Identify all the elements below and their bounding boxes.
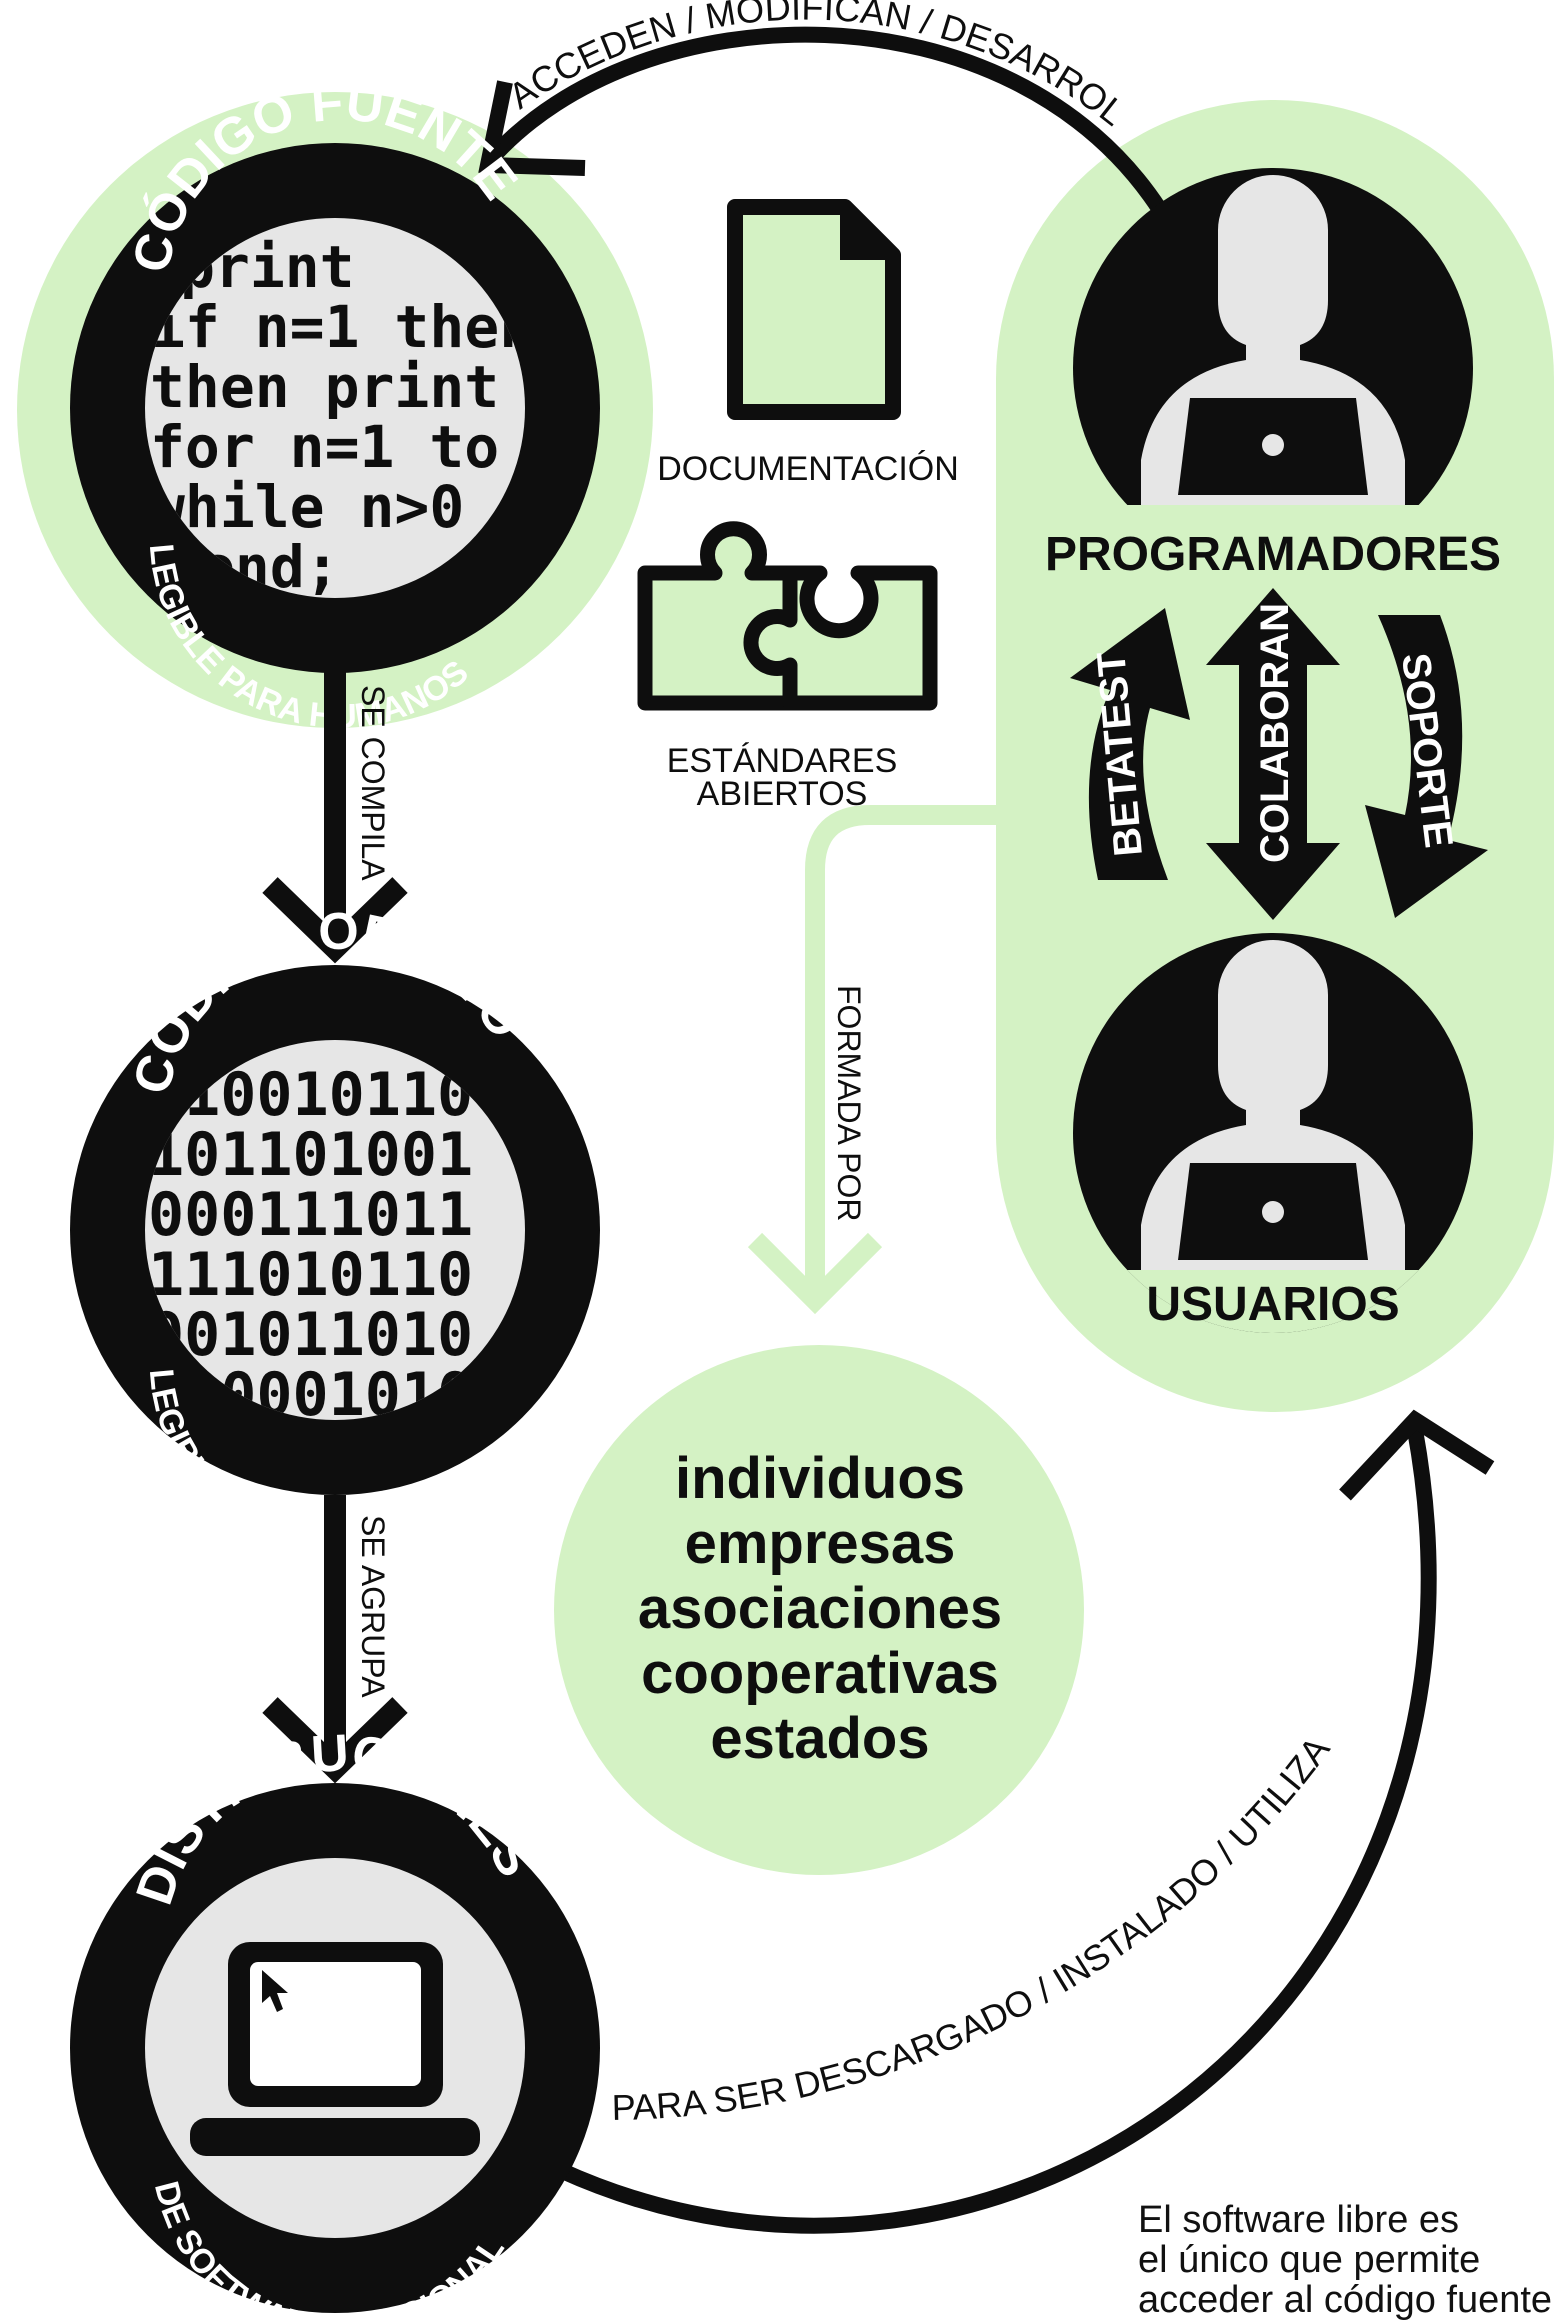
entity-item: individuos <box>675 1446 965 1511</box>
footnote: El software libre es el único que permit… <box>1138 2200 1557 2320</box>
standards-label-2: ABIERTOS <box>697 775 868 813</box>
cycle-arc-top <box>484 26 1167 215</box>
betatest-arrow: BETATEST <box>1070 608 1190 880</box>
entities-list: individuos empresas asociaciones coopera… <box>638 1446 1002 1771</box>
object-code-window <box>145 1040 525 1420</box>
programmers-label: PROGRAMADORES <box>1045 528 1501 581</box>
entity-item: cooperativas <box>641 1641 999 1706</box>
cycle-arrowhead-top <box>478 80 586 176</box>
collaborate-label: COLABORAN <box>1253 603 1297 863</box>
binary-line: 000111011 <box>148 1180 473 1250</box>
code-line: if n=1 then <box>150 293 534 361</box>
cycle-arc-bottom <box>556 1428 1437 2234</box>
cycle-arrowhead-bottom <box>1339 1409 1495 1501</box>
formed-by-arrow <box>805 805 996 1300</box>
source-code-window <box>145 218 525 598</box>
documentation-label: DOCUMENTACIÓN <box>657 450 959 488</box>
support-arrow: SOPORTE <box>1365 615 1488 918</box>
code-line: while n>0 <box>150 473 464 541</box>
code-line: for n=1 to <box>150 413 499 481</box>
collaborate-arrow: COLABORAN <box>1206 588 1340 920</box>
footnote-line: El software libre es <box>1138 2199 1460 2241</box>
source-code-lines: print if n=1 then then print for n=1 to … <box>150 233 534 598</box>
compile-arrowhead <box>262 877 408 964</box>
binary-line: 001011010 <box>148 1300 473 1370</box>
entity-item: estados <box>710 1706 929 1771</box>
compile-label: SE COMPILA <box>355 685 391 881</box>
entity-item: empresas <box>685 1511 956 1576</box>
binary-line: 101101001 <box>148 1120 473 1190</box>
footnote-line: el único que permite <box>1138 2239 1481 2281</box>
laptop-icon <box>190 1942 480 2156</box>
formed-by-arrowhead <box>747 1232 883 1315</box>
entities-circle <box>554 1345 1084 1875</box>
group-arrowhead <box>262 1697 408 1784</box>
binary-line: 111010110 <box>148 1240 473 1310</box>
puzzle-icon <box>637 521 938 711</box>
document-icon <box>727 199 901 420</box>
footnote-line: acceder al código fuente <box>1138 2279 1553 2321</box>
standards-label-1: ESTÁNDARES <box>667 742 898 780</box>
group-label: SE AGRUPA <box>355 1515 391 1698</box>
code-line: then print <box>150 353 499 421</box>
object-binary-lines: 110010110 101101001 000111011 111010110 … <box>148 1060 473 1420</box>
users-label: USUARIOS <box>1146 1278 1399 1331</box>
formed-by-label: FORMADA POR <box>831 985 867 1221</box>
entity-item: asociaciones <box>638 1576 1002 1641</box>
